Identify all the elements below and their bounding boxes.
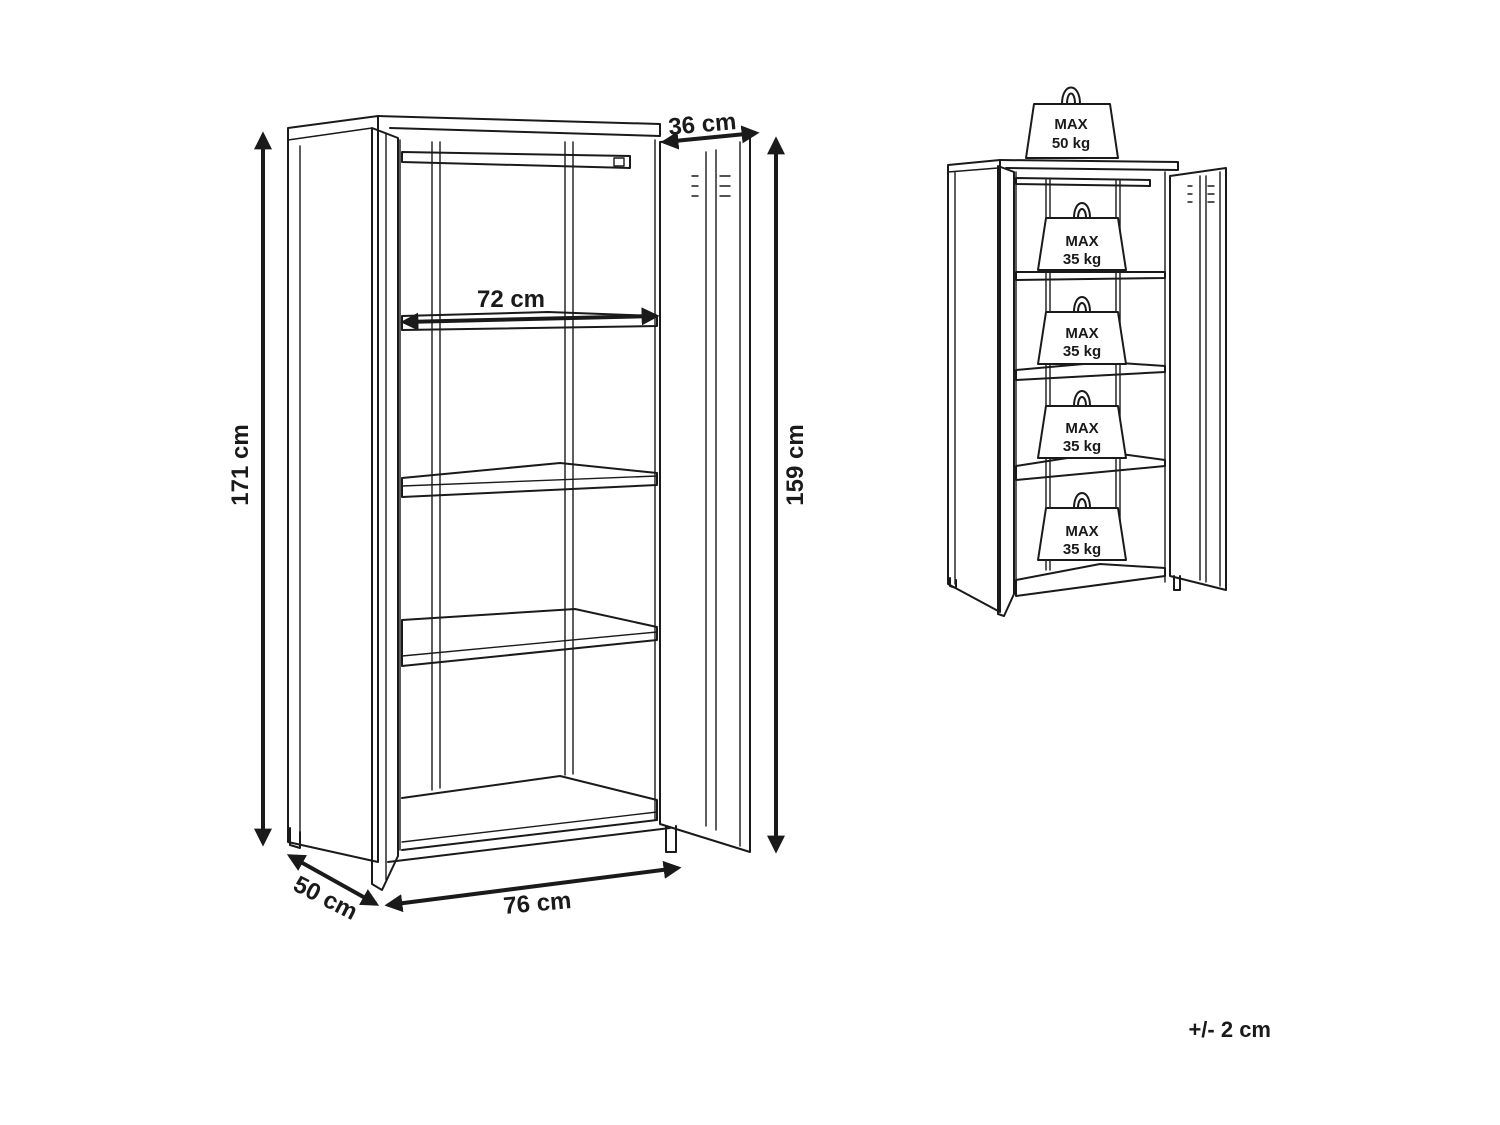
weight-icon-shelf-2: MAX 35 kg <box>1037 296 1127 365</box>
left-door <box>371 127 399 891</box>
leg-right <box>665 825 677 853</box>
weight-icon-shelf-4: MAX 35 kg <box>1037 492 1127 561</box>
weight-shelf-3-line1: MAX <box>1065 420 1098 437</box>
leg-left <box>289 827 301 849</box>
depth-top-label: 36 cm <box>667 108 737 141</box>
width-label: 76 cm <box>502 887 572 920</box>
cabinet-bottom <box>401 775 658 851</box>
height-inner-label: 159 cm <box>782 424 809 505</box>
weight-top-line2: 50 kg <box>1052 135 1090 152</box>
back-post-left <box>431 141 441 791</box>
large-cabinet <box>287 115 751 891</box>
weight-icon-shelf-3: MAX 35 kg <box>1037 390 1127 459</box>
depth-label: 50 cm <box>289 871 362 926</box>
cabinet-side-panel <box>287 115 379 863</box>
tolerance-note: +/- 2 cm <box>1188 1017 1271 1042</box>
back-post-right <box>564 141 574 776</box>
depth-top-line <box>660 125 760 150</box>
weight-shelf-2-line2: 35 kg <box>1063 343 1101 360</box>
cabinet-top <box>377 115 661 137</box>
weight-icon-shelf-1: MAX 35 kg <box>1037 202 1127 271</box>
dimension-lines <box>254 125 785 913</box>
shelf-3 <box>401 608 658 667</box>
weight-shelf-2-line1: MAX <box>1065 325 1098 342</box>
right-door <box>659 133 751 853</box>
door-vents <box>691 175 731 197</box>
height-total-label: 171 cm <box>227 424 254 505</box>
weight-shelf-4-line2: 35 kg <box>1063 541 1101 558</box>
shelf-width-label: 72 cm <box>477 286 545 313</box>
weight-icon-top: MAX 50 kg <box>1025 86 1119 159</box>
shelf-width-line <box>400 307 660 331</box>
weight-shelf-3-line2: 35 kg <box>1063 438 1101 455</box>
depth-line <box>286 854 380 906</box>
weight-shelf-1-line2: 35 kg <box>1063 251 1101 268</box>
weight-shelf-4-line1: MAX <box>1065 523 1098 540</box>
hanging-rail <box>401 151 631 169</box>
weight-top-line1: MAX <box>1054 116 1087 133</box>
shelf-2 <box>401 462 658 498</box>
width-line <box>384 860 682 913</box>
weight-shelf-1-line1: MAX <box>1065 233 1098 250</box>
